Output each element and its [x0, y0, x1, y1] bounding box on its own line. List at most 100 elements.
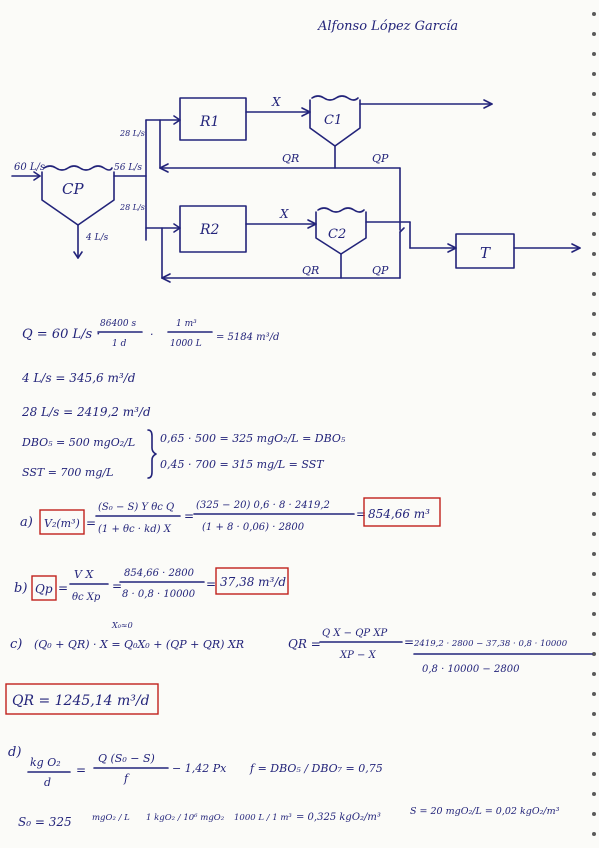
line-045: 0,45 · 700 = 315 mg/L = SST [160, 458, 325, 471]
binder-hole [592, 92, 596, 96]
binder-hole [592, 532, 596, 536]
binder-hole [592, 112, 596, 116]
t-label: T [480, 244, 491, 262]
binder-hole [592, 392, 596, 396]
binder-hole [592, 632, 596, 636]
tank-t [455, 233, 515, 269]
d-label: d) [8, 745, 21, 760]
d-f: f = DBO₅ / DBO₇ = 0,75 [249, 762, 383, 775]
b-eq1: = [58, 581, 68, 595]
binder-hole [592, 412, 596, 416]
r2-label: R2 [199, 222, 220, 238]
b-label: b) [14, 581, 27, 596]
binder-hole [592, 692, 596, 696]
reactor-r2 [179, 205, 247, 253]
a-result: 854,66 m³ [368, 507, 430, 521]
line-065: 0,65 · 500 = 325 mgO₂/L = DBO₅ [160, 432, 346, 445]
c2-label: C2 [328, 227, 346, 242]
a-eq2: = [184, 509, 194, 523]
d-rhs-tail: − 1,42 Px [172, 762, 227, 775]
qr-bottom-label: QR [302, 264, 319, 277]
qp-top-label: QP [372, 152, 389, 165]
c1-label: C1 [324, 113, 342, 128]
c-sup: X₀≈0 [111, 621, 133, 630]
d-lhs-den: d [44, 776, 51, 789]
binder-hole [592, 772, 596, 776]
q-dot: · [150, 328, 154, 341]
d-s0-f2: 1 kgO₂ / 10⁶ mgO₂ [146, 813, 225, 823]
binder-hole [592, 472, 596, 476]
b-result: 37,38 m³/d [220, 575, 286, 589]
line-28ls: 28 L/s = 2419,2 m³/d [21, 405, 151, 419]
c-label: c) [10, 637, 22, 652]
a-var-box [39, 509, 85, 535]
binder-hole [592, 172, 596, 176]
binder-hole [592, 432, 596, 436]
cp-underflow-label: 4 L/s [85, 233, 109, 243]
b-result-box [215, 567, 289, 595]
x-top-label: X [271, 95, 281, 109]
q-result: = 5184 m³/d [216, 332, 279, 343]
c-qr-den: XP − X [339, 650, 377, 661]
line-dbo5: DBO₅ = 500 mgO₂/L [21, 436, 135, 449]
c1-effluent-arrow [483, 99, 493, 109]
c-qr-num: Q X − QP XP [322, 628, 387, 639]
cp-underflow-arrow [73, 251, 83, 259]
c-den2: 0,8 · 10000 − 2800 [422, 664, 520, 675]
c-eq2: = [404, 635, 414, 649]
binder-hole [592, 232, 596, 236]
binder-hole [592, 372, 596, 376]
r1-label: R1 [199, 114, 219, 130]
d-s0: S₀ = 325 [18, 815, 72, 829]
binder-hole [592, 712, 596, 716]
binder-hole [592, 152, 596, 156]
process-diagram: CP 60 L/s 4 L/s 56 L/s 28 L/s 28 L/s R1 … [11, 95, 581, 283]
c-equation: (Q₀ + QR) · X = Q₀X₀ + (QP + QR) XR [34, 638, 244, 651]
q-f1-den: 1 d [112, 339, 127, 349]
c-qr-label: QR = [288, 637, 321, 651]
qr-top-label: QR [282, 152, 299, 165]
binder-hole [592, 612, 596, 616]
q-f2-num: 1 m³ [176, 319, 197, 329]
a-var: V₂(m³) [44, 517, 80, 530]
d-rhs-den: f [123, 772, 130, 785]
line-4ls: 4 L/s = 345,6 m³/d [21, 371, 136, 385]
binder-hole [592, 32, 596, 36]
c1-surface [311, 95, 359, 101]
binder-hole [592, 552, 596, 556]
binder-hole [592, 512, 596, 516]
binder-hole [592, 332, 596, 336]
cp-surface [43, 165, 113, 171]
binder-hole [592, 792, 596, 796]
c-result: QR = 1245,14 m³/d [12, 693, 150, 709]
d-rhs-num: Q (S₀ − S) [98, 752, 155, 765]
d-s0-res: = 0,325 kgO₂/m³ [296, 812, 381, 823]
split-bottom-label: 28 L/s [119, 203, 145, 212]
binder-hole [592, 732, 596, 736]
b-var: Qp [35, 582, 53, 596]
reactor-r1 [179, 97, 247, 141]
binder-hole [592, 352, 596, 356]
d-lhs-num: kg O₂ [30, 756, 61, 769]
qp-bottom-label: QP [372, 264, 389, 277]
b-num2: 854,66 · 2800 [124, 568, 195, 579]
binder-hole [592, 12, 596, 16]
qp-join [399, 227, 405, 233]
d-s0-f3: 1000 L / 1 m³ [234, 813, 292, 823]
binder-hole [592, 572, 596, 576]
binder-hole [592, 672, 596, 676]
binder-hole [592, 492, 596, 496]
b-var-box [31, 575, 57, 601]
line-sst: SST = 700 mg/L [22, 466, 113, 479]
binder-holes [592, 12, 596, 836]
x-bottom-label: X [279, 207, 289, 221]
binder-hole [592, 592, 596, 596]
binder-hole [592, 132, 596, 136]
a-num2: (325 − 20) 0,6 · 8 · 2419,2 [196, 500, 330, 511]
binder-hole [592, 212, 596, 216]
q-f2-den: 1000 L [170, 339, 202, 349]
b-den: θc Xp [72, 592, 101, 603]
inflow-label: 60 L/s [14, 162, 45, 173]
t-effluent-arrow [571, 243, 581, 253]
